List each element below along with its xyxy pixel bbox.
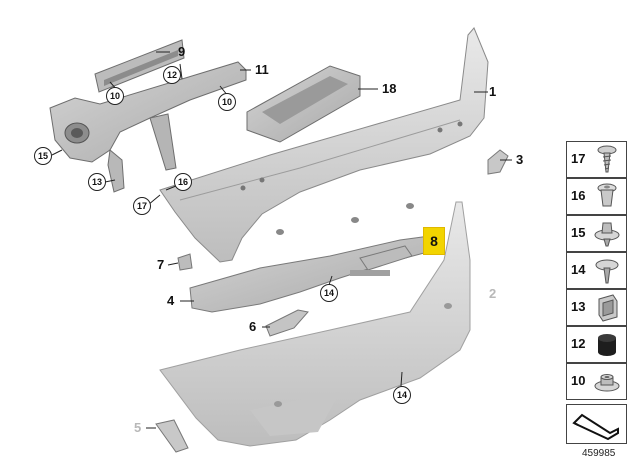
legend-item-17: 17 [566, 141, 627, 178]
legend-item-12: 12 [566, 326, 627, 363]
legend-item-15: 15 [566, 215, 627, 252]
legend-item-10: 10 [566, 363, 627, 400]
legend-item-14: 14 [566, 252, 627, 289]
callout-8-highlighted[interactable]: 8 [423, 227, 445, 255]
callout-10-lower: 10 [218, 93, 236, 111]
callout-13: 13 [88, 173, 106, 191]
collar-nut-icon [594, 374, 620, 392]
bumper-trim-panel-lower [159, 201, 471, 447]
callout-18: 18 [382, 81, 397, 96]
callout-15: 15 [34, 147, 52, 165]
callout-2: 2 [489, 286, 497, 301]
reflector-part-5 [155, 419, 189, 453]
callout-7: 7 [157, 257, 165, 272]
reflector-part [487, 149, 509, 175]
callout-1: 1 [489, 84, 497, 99]
bracket-part-7 [177, 253, 193, 271]
bumper-outline-arrow-icon [572, 413, 619, 441]
clip-nut-icon [598, 294, 618, 322]
expanding-rivet-icon [597, 183, 617, 207]
legend-item-16: 16 [566, 178, 627, 215]
push-clip-icon [595, 259, 619, 284]
callout-4: 4 [167, 293, 175, 308]
legend-bottom-panel [566, 404, 627, 444]
callout-12: 12 [163, 66, 181, 84]
bumper-support-part [246, 65, 361, 143]
plastic-clip-icon [594, 222, 620, 247]
callout-5: 5 [134, 420, 142, 435]
callout-11: 11 [255, 62, 269, 77]
leader-lines [51, 51, 512, 429]
legend-item-13: 13 [566, 289, 627, 326]
callout-14-lower: 14 [393, 386, 411, 404]
bumper-carrier-part [49, 39, 247, 193]
lower-trim-part [189, 235, 431, 313]
callout-6: 6 [249, 319, 257, 334]
document-id: 459985 [582, 448, 616, 459]
callout-10-upper: 10 [106, 87, 124, 105]
bumper-trim-panel-upper [159, 27, 489, 263]
screw-icon [597, 145, 617, 173]
callout-16: 16 [174, 173, 192, 191]
rubber-buffer-icon [598, 334, 616, 356]
callout-3: 3 [516, 152, 524, 167]
callout-14-upper: 14 [320, 284, 338, 302]
callout-17: 17 [133, 197, 151, 215]
callout-9: 9 [178, 44, 186, 59]
trim-part-6 [265, 309, 309, 337]
